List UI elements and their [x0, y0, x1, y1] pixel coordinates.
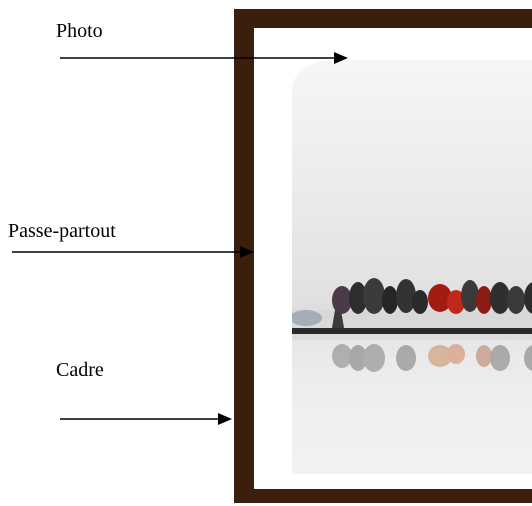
arrow-photo-head: [334, 52, 348, 64]
arrow-cadre-head: [218, 413, 232, 425]
label-cadre: Cadre: [56, 359, 104, 381]
label-passe-partout: Passe-partout: [8, 220, 116, 242]
label-photo: Photo: [56, 20, 103, 42]
shoreline: [292, 328, 532, 334]
tree-reflection: [332, 344, 532, 372]
photo-landscape: [292, 60, 532, 474]
mist-band: [292, 310, 532, 340]
arrow-passe-partout-head: [240, 246, 254, 258]
tree-row: [292, 278, 532, 328]
photo-image: [292, 278, 532, 372]
